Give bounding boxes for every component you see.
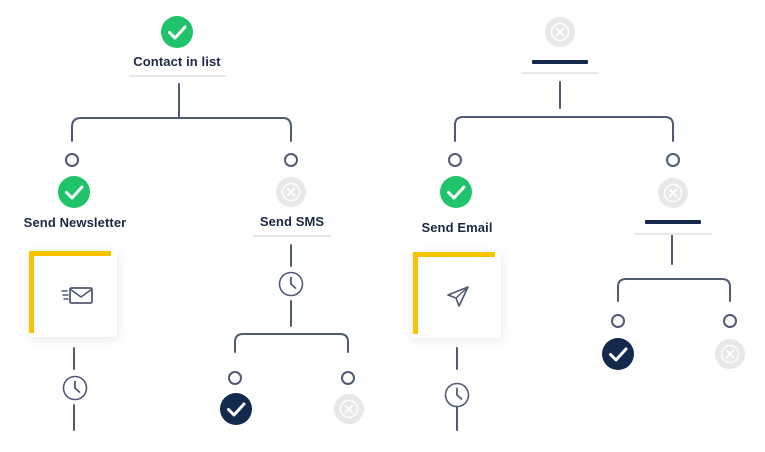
port-circle (666, 153, 680, 167)
paper-plane-icon (447, 286, 469, 307)
node-label: Send SMS (259, 214, 325, 229)
accent-bar-top (29, 251, 111, 256)
port-circle (284, 153, 298, 167)
connector-line (71, 83, 292, 142)
connector-line (617, 278, 731, 302)
email-icon (61, 287, 93, 304)
port-circle (65, 153, 79, 167)
action-card-email[interactable] (413, 252, 501, 338)
node-label: Contact in list (133, 54, 221, 69)
connector-line (234, 300, 349, 353)
success-check-icon (58, 176, 90, 208)
disabled-x-icon[interactable] (714, 338, 746, 370)
label-underline (634, 233, 712, 235)
dark-check-icon[interactable] (219, 392, 253, 426)
label-underline (129, 75, 226, 77)
accent-bar-left (413, 252, 418, 334)
node-label: Send Email (421, 220, 493, 235)
port-circle (448, 153, 462, 167)
disabled-x-icon (545, 17, 575, 47)
placeholder-bar (645, 220, 701, 224)
node-label: Send Newsletter (23, 215, 127, 230)
clock-icon (62, 375, 88, 401)
port-circle (611, 314, 625, 328)
clock-icon (444, 382, 470, 408)
clock-icon (278, 271, 304, 297)
label-underline (253, 235, 331, 237)
disabled-x-icon (276, 177, 306, 207)
accent-bar-left (29, 251, 34, 333)
port-circle (723, 314, 737, 328)
action-card-newsletter[interactable] (29, 251, 117, 337)
placeholder-bar (532, 60, 588, 64)
port-circle (341, 371, 355, 385)
accent-bar-top (413, 252, 495, 257)
success-check-icon (440, 176, 472, 208)
disabled-x-icon (658, 178, 688, 208)
dark-check-icon[interactable] (601, 337, 635, 371)
disabled-x-icon[interactable] (333, 393, 365, 425)
connector-line (454, 81, 674, 142)
label-underline (521, 72, 599, 74)
port-circle (228, 371, 242, 385)
success-check-icon (161, 16, 193, 48)
